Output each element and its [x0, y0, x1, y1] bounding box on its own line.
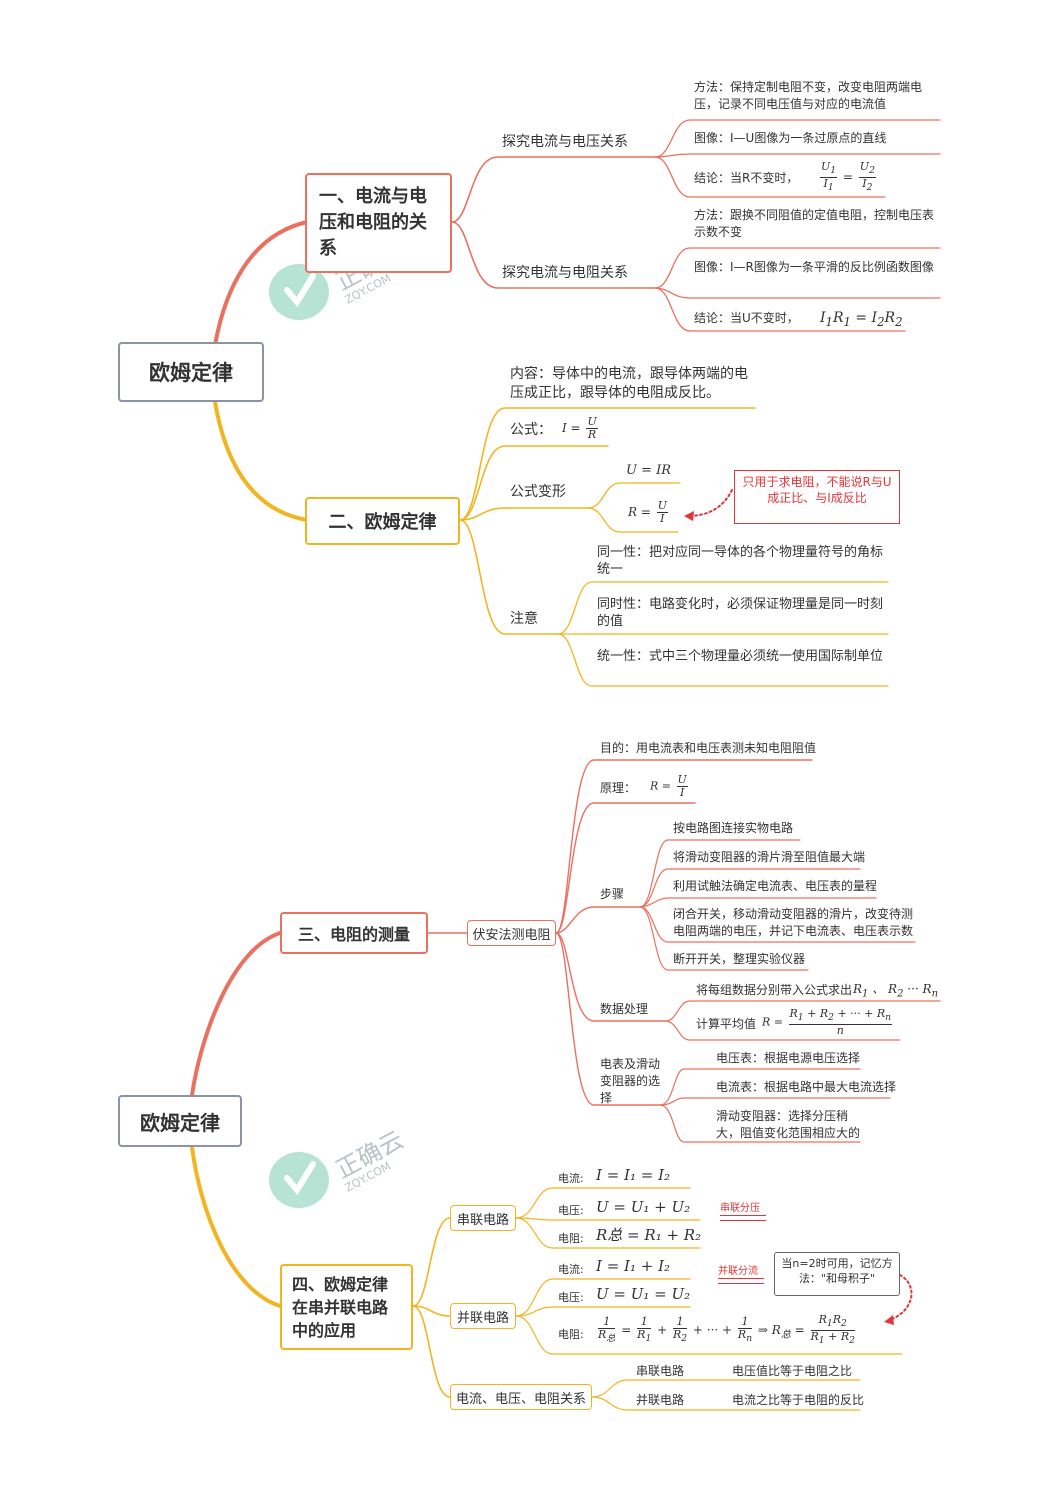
parallel-current-label: 电流: — [558, 1263, 584, 1276]
transform-label[interactable]: 公式变形 — [510, 484, 566, 500]
parallel-current: I = I₁ + I₂ — [596, 1257, 671, 1275]
series-voltage-label: 电压: — [558, 1204, 584, 1217]
step-item: 利用试触法确定电流表、电压表的量程 — [673, 879, 878, 893]
mark-parallel-current-division: 并联分流 — [718, 1262, 764, 1284]
parallel-voltage-label: 电压: — [558, 1291, 584, 1304]
method-voltammetry[interactable]: 伏安法测电阻 — [467, 920, 556, 946]
branch-resistance-measurement[interactable]: 三、电阻的测量 — [280, 912, 428, 954]
branch-title: 四、欧姆定律在串并联电路中的应用 — [292, 1274, 389, 1340]
leaf-conclusion: 结论：当R不变时， — [694, 171, 799, 185]
note-n-equals-2: 当n=2时可用，记忆方法："和母积子" — [774, 1252, 900, 1296]
step-item: 闭合开关，移动滑动变阻器的滑片，改变待测电阻两端的电压，并记下电流表、电压表示数 — [673, 907, 914, 938]
branch-title: 一、电流与电压和电阻的关系 — [319, 186, 427, 259]
data-label[interactable]: 数据处理 — [600, 1002, 649, 1016]
branch-series-parallel[interactable]: 四、欧姆定律在串并联电路中的应用 — [280, 1264, 413, 1350]
step-item: 断开开关，整理实验仪器 — [673, 952, 806, 966]
formula-label: 公式： — [510, 422, 552, 438]
mark-text: 并联分流 — [718, 1266, 758, 1277]
series-circuit[interactable]: 串联电路 — [450, 1205, 516, 1231]
attention-item: 统一性：式中三个物理量必须统一使用国际制单位 — [597, 649, 884, 664]
series-current: I = I₁ = I₂ — [596, 1166, 671, 1184]
parallel-resistance-label: 电阻: — [558, 1328, 584, 1341]
parallel-voltage: U = U₁ = U₂ — [596, 1285, 691, 1303]
select-item: 电流表：根据电路中最大电流选择 — [716, 1080, 897, 1094]
attention-item: 同时性：电路变化时，必须保证物理量是同一时刻的值 — [597, 597, 884, 629]
sub-current-resistance[interactable]: 探究电流与电阻关系 — [502, 265, 628, 281]
leaf-method-2: 方法：跟换不同阻值的定值电阻，控制电压表示数不变 — [694, 208, 935, 239]
parallel-circuit[interactable]: 并联电路 — [450, 1303, 516, 1329]
branch-ohms-law[interactable]: 二、欧姆定律 — [305, 497, 460, 545]
leaf-content: 内容：导体中的电流，跟导体两端的电压成正比，跟导体的电阻成反比。 — [510, 366, 748, 401]
relation-node[interactable]: 电流、电压、电阻关系 — [450, 1384, 592, 1410]
relation-series-label: 串联电路 — [636, 1364, 685, 1378]
relation-parallel-text: 电流之比等于电阻的反比 — [732, 1393, 865, 1407]
data-item-2: 计算平均值 — [696, 1017, 757, 1031]
relation-parallel-label: 并联电路 — [636, 1393, 685, 1407]
leaf-graph: 图像：I—U图像为一条过原点的直线 — [694, 131, 887, 145]
select-item: 滑动变阻器：选择分压稍大，阻值变化范围相应大的 — [716, 1109, 861, 1140]
leaf-graph-2: 图像：I—R图像为一条平滑的反比例函数图像 — [694, 260, 934, 274]
series-voltage: U = U₁ + U₂ — [596, 1198, 691, 1216]
watermark-icon: 正确云 ZQY.COM — [269, 1126, 408, 1208]
step-item: 按电路图连接实物电路 — [673, 821, 794, 835]
root-node[interactable]: 欧姆定律 — [118, 342, 264, 402]
attention-label[interactable]: 注意 — [510, 611, 538, 627]
note-only-for-resistance: 只用于求电阻，不能说R与U成正比、与I成反比 — [734, 470, 900, 524]
steps-label[interactable]: 步骤 — [600, 887, 625, 901]
mark-series-voltage-division: 串联分压 — [720, 1199, 766, 1221]
series-resistance-label: 电阻: — [558, 1232, 584, 1245]
formula-i1r1: I1R1 = I2R2 — [820, 310, 903, 329]
principle-label: 原理： — [600, 781, 637, 795]
select-label[interactable]: 电表及滑动变阻器的选择 — [600, 1057, 661, 1105]
series-current-label: 电流: — [558, 1172, 584, 1185]
leaf-conclusion-2: 结论：当U不变时， — [694, 311, 799, 325]
formula-r1-rn: R1 、 R2 ··· Rn — [853, 982, 939, 1000]
sub-current-voltage[interactable]: 探究电流与电压关系 — [502, 134, 628, 150]
formula-u-ir: U = IR — [626, 463, 672, 478]
data-item-1: 将每组数据分别带入公式求出 — [696, 983, 853, 997]
leaf-method: 方法：保持定制电阻不变，改变电阻两端电压，记录不同电压值与对应的电流值 — [694, 80, 923, 111]
step-item: 将滑动变阻器的滑片滑至阻值最大端 — [673, 850, 866, 864]
select-item: 电压表：根据电源电压选择 — [716, 1051, 861, 1065]
series-resistance: R总 = R₁ + R₂ — [596, 1226, 702, 1244]
root-node-2[interactable]: 欧姆定律 — [118, 1095, 242, 1147]
watermark-logo-2: 正确云 ZQY.COM — [265, 1120, 415, 1219]
relation-series-text: 电压值比等于电阻之比 — [732, 1364, 853, 1378]
mark-text: 串联分压 — [720, 1203, 760, 1214]
leaf-purpose: 目的：用电流表和电压表测未知电阻阻值 — [600, 741, 817, 755]
attention-item: 同一性：把对应同一导体的各个物理量符号的角标统一 — [597, 545, 884, 577]
branch-current-voltage-resistance[interactable]: 一、电流与电压和电阻的关系 — [305, 173, 452, 273]
